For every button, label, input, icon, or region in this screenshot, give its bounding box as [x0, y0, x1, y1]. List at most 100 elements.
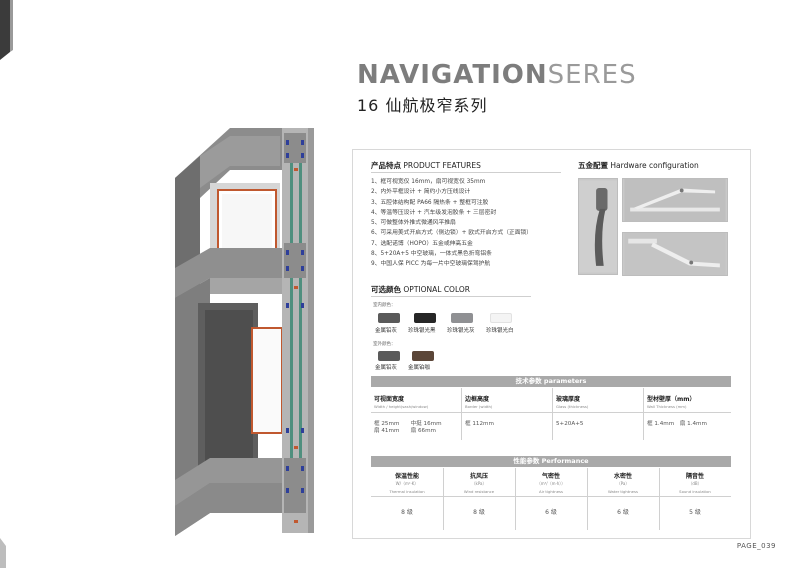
color-swatch-lead-grey: [378, 313, 400, 323]
tech-col-header: 型材壁厚（mm）: [647, 396, 696, 403]
tech-col-divider: [643, 388, 644, 440]
perf-col-divider: [515, 468, 516, 530]
tech-col-wall-thickness: 型材壁厚（mm） Wall Thickness (mm): [647, 394, 696, 409]
feature-item: 1、框可视宽仅 16mm，扇可视宽仅 35mm: [371, 179, 486, 185]
feature-item: 6、可采用美式开启方式（侧边锁）+ 欧式开启方式（正面锁）: [371, 230, 533, 237]
swatch-label: 金属铂咖: [408, 365, 431, 371]
perf-col-water: 水密性 （Pa） Water tightness: [587, 471, 659, 494]
feature-item: 4、等温等压设计 + 汽车级发泡胶条 + 三层密封: [371, 209, 497, 216]
tech-value: 5+20A+5: [556, 421, 584, 427]
exterior-color-label: 室外颜色：: [373, 342, 396, 347]
features-title-en: PRODUCT FEATURES: [403, 161, 481, 170]
perf-col-divider: [659, 468, 660, 530]
tech-params-bar: 技术参数 parameters: [371, 376, 731, 387]
features-title-cn: 产品特点: [371, 161, 401, 170]
corner-decoration-bottom: [0, 538, 6, 568]
perf-value: 5 级: [689, 509, 701, 516]
series-title-light: SERES: [547, 60, 637, 90]
series-title-bold: NAVIGATION: [357, 60, 548, 90]
hardware-title-en: Hardware configuration: [610, 161, 699, 170]
tech-col-sub: Glass (thickness): [556, 404, 589, 409]
performance-bar: 性能参数 Performance: [371, 456, 731, 467]
perf-col-divider: [443, 468, 444, 530]
perf-col-sub: Water tightness: [608, 489, 638, 494]
tech-value-line: 扇 41mm 扇 66mm: [374, 428, 436, 434]
interior-color-label: 室内颜色：: [373, 303, 396, 308]
perf-col-unit: （m³/（m·h））: [536, 481, 566, 486]
perf-col-unit: （Pa）: [616, 481, 630, 486]
tech-col-divider: [552, 388, 553, 440]
colors-title-cn: 可选颜色: [371, 285, 401, 294]
tech-value-line: 框 25mm 中挺 16mm: [374, 421, 442, 427]
tech-value: 框 25mm 中挺 16mm 扇 41mm 扇 66mm: [374, 421, 442, 435]
tech-col-glass-thickness: 玻璃厚度 Glass (thickness): [556, 394, 588, 409]
perf-value: 6 级: [545, 509, 557, 516]
feature-item: 3、五腔体结构配 PA66 隔热条 + 整框可注胶: [371, 199, 489, 206]
features-title: 产品特点 PRODUCT FEATURES: [371, 160, 481, 171]
feature-list: 1、框可视宽仅 16mm，扇可视宽仅 35mm 2、内外平框设计 + 简约小方压…: [371, 177, 532, 270]
tech-col-sub: Width / height(sash/window): [374, 404, 429, 409]
perf-value: 8 级: [473, 509, 485, 516]
series-title: NAVIGATIONSERES: [357, 60, 637, 90]
swatch-label: 金属铅灰: [375, 365, 398, 371]
perf-col-sub: Air tightness: [539, 489, 563, 494]
swatch-label: 珍珠银光黑: [408, 328, 436, 334]
perf-col-sound: 隔音性 （dB） Sound insulation: [659, 471, 731, 494]
color-swatch-pearl-black: [414, 313, 436, 323]
perf-divider: [371, 496, 731, 497]
tech-col-sub: Border (width): [465, 404, 493, 409]
feature-item: 7、选配诺博（HOPO）五金或伸高五金: [371, 240, 473, 247]
features-rule: [371, 172, 561, 173]
color-swatch-lead-grey-ext: [378, 351, 400, 361]
color-swatch-coffee: [412, 351, 434, 361]
swatch-label: 珍珠银光灰: [447, 328, 475, 334]
perf-col-header: 隔音性: [685, 473, 704, 480]
tech-value: 框 112mm: [465, 421, 494, 427]
window-handle-image: [578, 178, 618, 275]
series-subtitle: 16 仙航极窄系列: [357, 96, 488, 115]
tech-col-divider: [461, 388, 462, 440]
perf-col-header: 保温性能: [394, 473, 419, 480]
corner-decoration: [0, 0, 13, 60]
perf-col-unit: （kPa）: [471, 481, 487, 486]
perf-col-divider: [587, 468, 588, 530]
colors-title: 可选颜色 OPTIONAL COLOR: [371, 284, 470, 295]
hardware-title-cn: 五金配置: [578, 161, 608, 170]
perf-col-unit: W/（m²·K）: [395, 481, 419, 486]
perf-value: 6 级: [617, 509, 629, 516]
perf-col-sub: Sound insulation: [679, 489, 711, 494]
perf-col-thermal: 保温性能 W/（m²·K） Thermal insulation: [371, 471, 443, 494]
tech-divider: [371, 412, 731, 413]
colors-title-en: OPTIONAL COLOR: [403, 285, 470, 294]
tech-value: 框 1.4mm 扇 1.4mm: [647, 421, 707, 427]
feature-item: 2、内外平框设计 + 简约小方压线设计: [371, 189, 471, 196]
tech-col-visible-width: 可视面宽度 Width / height(sash/window): [374, 394, 428, 409]
page-number: PAGE_039: [736, 542, 776, 550]
feature-item: 8、5+20A+5 中空玻璃，一体式黑色折弯铝条: [371, 251, 492, 258]
perf-value: 8 级: [401, 509, 413, 516]
perf-col-sub: Wind resistance: [463, 489, 495, 494]
color-swatch-pearl-grey: [451, 313, 473, 323]
swatch-label: 珍珠银光白: [486, 328, 514, 334]
window-profile-illustration: [175, 128, 314, 536]
tech-col-header: 边框高度: [465, 396, 490, 403]
color-swatch-pearl-white: [490, 313, 512, 323]
perf-col-header: 气密性: [541, 473, 560, 480]
feature-item: 9、中国人保 PICC 为每一片中空玻璃保驾护航: [371, 261, 491, 268]
feature-item: 5、可做整体外推式微通风平推扇: [371, 220, 456, 227]
colors-rule: [371, 296, 531, 297]
tech-col-frame-height: 边框高度 Border (width): [465, 394, 492, 409]
swatch-label: 金属铅灰: [375, 328, 398, 334]
tech-col-header: 可视面宽度: [374, 396, 405, 403]
hinge-arm-image: [622, 232, 728, 276]
perf-col-header: 抗风压: [469, 473, 488, 480]
perf-col-sub: Thermal insulation: [389, 489, 425, 494]
perf-col-header: 水密性: [613, 473, 632, 480]
perf-col-unit: （dB）: [688, 481, 702, 486]
tech-col-header: 玻璃厚度: [556, 396, 581, 403]
perf-col-air: 气密性 （m³/（m·h）） Air tightness: [515, 471, 587, 494]
tech-col-sub: Wall Thickness (mm): [647, 404, 687, 409]
perf-col-wind: 抗风压 （kPa） Wind resistance: [443, 471, 515, 494]
hardware-title: 五金配置 Hardware configuration: [578, 160, 699, 171]
friction-hinge-image: [622, 178, 728, 222]
